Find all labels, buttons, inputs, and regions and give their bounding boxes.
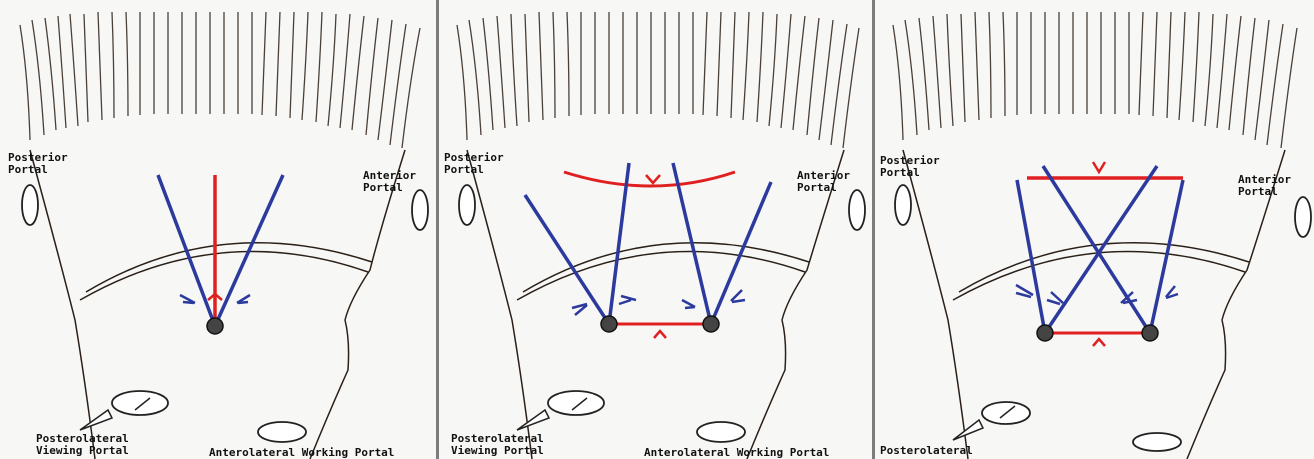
blue-line-2 — [1045, 166, 1157, 333]
label-anterolateral-portal: Anterolateral Working Portal — [209, 447, 394, 459]
panel-2: Posterior Portal Anterior Portal Postero… — [439, 0, 872, 459]
red-arrow-top — [646, 175, 660, 183]
blue-line-2 — [609, 163, 629, 324]
scope-point-left — [601, 316, 617, 332]
blue-arrow-left — [180, 295, 195, 303]
label-anterior-portal: Anterior Portal — [363, 170, 416, 194]
posterior-portal-oval — [895, 185, 911, 225]
label-posterior-portal: Posterior Portal — [880, 155, 940, 179]
label-posterior-portal: Posterior Portal — [444, 152, 504, 176]
anterior-portal-oval — [1295, 197, 1311, 237]
scope-point-right — [703, 316, 719, 332]
head-outline — [903, 150, 1285, 459]
fibers — [457, 12, 859, 148]
fibers — [893, 12, 1297, 148]
panel-3-drawing — [875, 0, 1314, 459]
panel-2-drawing — [439, 0, 872, 459]
posterolateral-portal-oval — [112, 391, 168, 415]
posterior-portal-oval — [22, 185, 38, 225]
posterolateral-portal-oval — [548, 391, 604, 415]
label-anterior-portal: Anterior Portal — [1238, 174, 1291, 198]
head-outline — [30, 150, 405, 459]
red-arrow-top — [1093, 162, 1105, 172]
anterior-portal-oval — [412, 190, 428, 230]
scope-point-left — [1037, 325, 1053, 341]
panel-1-drawing — [0, 0, 436, 459]
label-posterolateral-portal: Posterolateral Viewing Portal — [451, 433, 544, 457]
anterolateral-portal-oval — [697, 422, 745, 442]
blue-line-1 — [525, 195, 609, 324]
blue-line-4 — [1150, 180, 1183, 333]
panel-3: Posterior Portal Anterior Portal Postero… — [875, 0, 1314, 459]
red-arrow-bottom — [1093, 339, 1105, 346]
red-arrow-bottom — [654, 331, 666, 338]
label-anterior-portal: Anterior Portal — [797, 170, 850, 194]
anterolateral-portal-oval — [258, 422, 306, 442]
label-posterior-portal: Posterior Portal — [8, 152, 68, 176]
anterior-portal-oval — [849, 190, 865, 230]
scope-point — [207, 318, 223, 334]
label-posterolateral-portal: Posterolateral Viewing Portal — [36, 433, 129, 457]
label-posterolateral-portal: Posterolateral — [880, 445, 973, 457]
posterior-portal-oval — [459, 185, 475, 225]
blue-arrow-right — [237, 295, 250, 303]
anterolateral-portal-oval — [1133, 433, 1181, 451]
blue-line-right — [215, 175, 283, 326]
scope-point-right — [1142, 325, 1158, 341]
panel-1: Posterior Portal Anterior Portal Postero… — [0, 0, 436, 459]
label-anterolateral-portal: Anterolateral Working Portal — [644, 447, 829, 459]
fibers — [20, 12, 420, 148]
blue-line-3 — [1043, 166, 1150, 333]
head-outline — [467, 150, 844, 459]
